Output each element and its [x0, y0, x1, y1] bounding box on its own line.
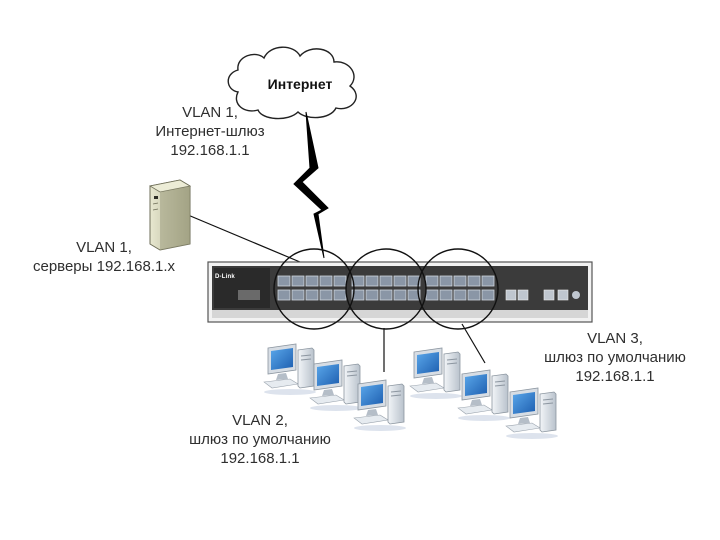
workstation-icon — [409, 347, 463, 400]
vlan1-servers-line2: серверы 192.168.1.x — [32, 258, 176, 275]
vlan3-pointer-line — [461, 323, 486, 364]
vlan3-line2: шлюз по умолчанию — [544, 349, 686, 366]
cloud-icon — [227, 46, 357, 120]
workstation-icon — [457, 369, 511, 422]
switch-brand-label: D-Link — [215, 274, 235, 280]
network-switch-icon — [207, 261, 593, 323]
workstation-icon — [505, 387, 559, 440]
vlan3-port-group-circle — [417, 248, 499, 330]
workstation-icon — [309, 359, 363, 412]
vlan1-port-group-circle — [273, 248, 355, 330]
vlan3-line1: VLAN 3, — [587, 330, 643, 347]
vlan1-gateway-line1: VLAN 1, — [182, 104, 238, 121]
vlan1-gateway-line3: 192.168.1.1 — [170, 142, 250, 159]
lightning-icon — [293, 111, 329, 259]
vlan1-gateway-label: VLAN 1, Интернет-шлюз 192.168.1.1 — [120, 103, 300, 160]
vlan2-port-group-circle — [345, 248, 427, 330]
vlan1-servers-line1: VLAN 1, — [76, 239, 132, 256]
vlan3-line3: 192.168.1.1 — [575, 368, 655, 385]
server-icon — [148, 179, 192, 251]
workstation-icon — [263, 343, 317, 396]
vlan2-line2: шлюз по умолчанию — [189, 431, 331, 448]
vlan2-line1: VLAN 2, — [232, 412, 288, 429]
vlan2-line3: 192.168.1.1 — [220, 450, 300, 467]
cloud-label: Интернет — [267, 76, 333, 92]
vlan3-label: VLAN 3, шлюз по умолчанию 192.168.1.1 — [515, 329, 715, 386]
workstation-icon — [353, 379, 407, 432]
server-link-line — [187, 214, 301, 263]
vlan1-gateway-line2: Интернет-шлюз — [155, 123, 265, 140]
vlan1-servers-label: VLAN 1, серверы 192.168.1.x — [4, 238, 204, 276]
vlan2-label: VLAN 2, шлюз по умолчанию 192.168.1.1 — [160, 411, 360, 468]
